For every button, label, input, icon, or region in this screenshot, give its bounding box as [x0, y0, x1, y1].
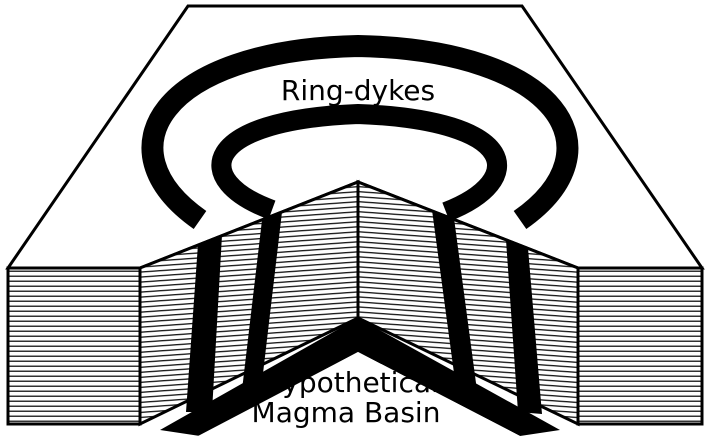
label-basin-line2: Magma Basin [252, 396, 441, 429]
block-front-left [8, 268, 140, 424]
label-ring-dykes: Ring-dykes [281, 74, 435, 107]
block-front-right [578, 268, 702, 424]
label-basin-line1: Hypothetical [261, 366, 439, 399]
